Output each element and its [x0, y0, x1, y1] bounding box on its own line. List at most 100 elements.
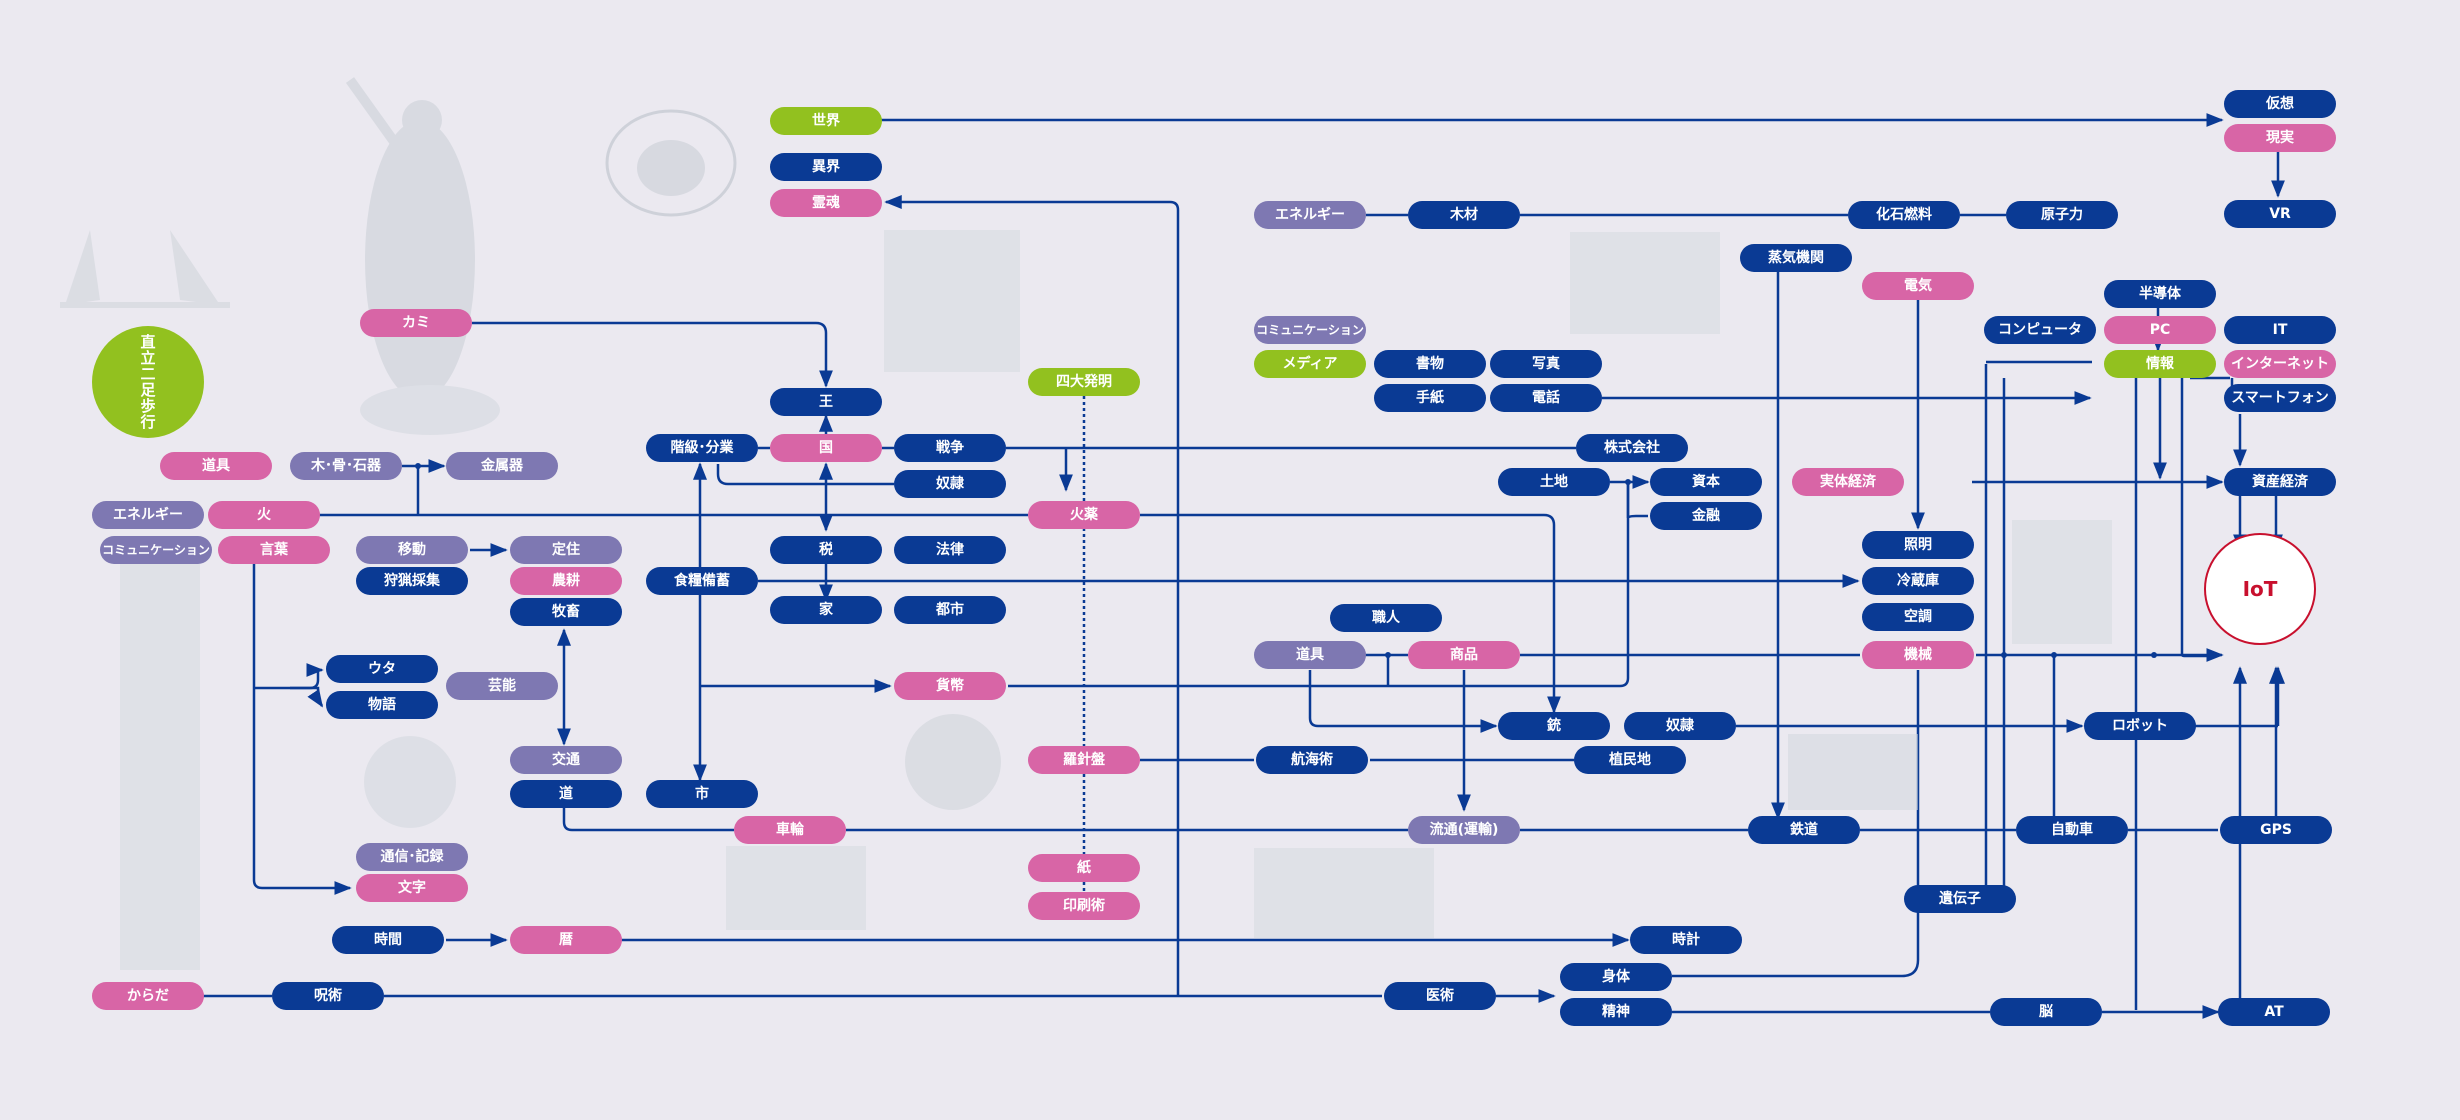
node-bokuchiku[interactable]: 牧畜 — [510, 598, 622, 626]
node-kinyu[interactable]: 金融 — [1650, 502, 1762, 530]
node-juu[interactable]: 銃 — [1498, 712, 1610, 740]
node-koutsu[interactable]: 交通 — [510, 746, 622, 774]
node-ou[interactable]: 王 — [770, 388, 882, 416]
node-michi[interactable]: 道 — [510, 780, 622, 808]
node-sharin[interactable]: 車輪 — [734, 816, 846, 844]
node-insatsu[interactable]: 印刷術 — [1028, 892, 1140, 920]
node-houritsu[interactable]: 法律 — [894, 536, 1006, 564]
node-kinzoku[interactable]: 金属器 — [446, 452, 558, 480]
node-dougu-1[interactable]: 道具 — [160, 452, 272, 480]
node-media[interactable]: メディア — [1254, 350, 1366, 378]
node-jidousha[interactable]: 自動車 — [2016, 816, 2128, 844]
node-shokunin[interactable]: 職人 — [1330, 604, 1442, 632]
node-kayaku[interactable]: 火薬 — [1028, 501, 1140, 529]
node-rashinban[interactable]: 羅針盤 — [1028, 746, 1140, 774]
node-idou[interactable]: 移動 — [356, 536, 468, 564]
node-denki[interactable]: 電気 — [1862, 272, 1974, 300]
node-internet[interactable]: インターネット — [2224, 350, 2336, 378]
node-computer[interactable]: コンピュータ — [1984, 316, 2096, 344]
iot-hub[interactable]: IoT — [2204, 533, 2316, 645]
node-shihon[interactable]: 資本 — [1650, 468, 1762, 496]
node-kami-2[interactable]: 紙 — [1028, 854, 1140, 882]
node-seishin[interactable]: 精神 — [1560, 998, 1672, 1026]
node-robot[interactable]: ロボット — [2084, 712, 2196, 740]
node-comm-2[interactable]: コミュニケーション — [1254, 316, 1366, 344]
node-monogatari[interactable]: 物語 — [326, 691, 438, 719]
node-ikai[interactable]: 異界 — [770, 153, 882, 181]
node-mokkotsu[interactable]: 木･骨･石器 — [290, 452, 402, 480]
node-pc[interactable]: PC — [2104, 316, 2216, 344]
node-dorei-1[interactable]: 奴隷 — [894, 470, 1006, 498]
node-geinou[interactable]: 芸能 — [446, 672, 558, 700]
node-kotoba[interactable]: 言葉 — [218, 536, 330, 564]
node-zei[interactable]: 税 — [770, 536, 882, 564]
node-shomotsu[interactable]: 書物 — [1374, 350, 1486, 378]
node-comm-1[interactable]: コミュニケーション — [100, 536, 212, 564]
node-nou[interactable]: 脳 — [1990, 998, 2102, 1026]
node-ryutsu[interactable]: 流通(運輸) — [1408, 816, 1520, 844]
node-vr[interactable]: VR — [2224, 200, 2336, 228]
node-idenshi[interactable]: 遺伝子 — [1904, 885, 2016, 913]
node-sekai[interactable]: 世界 — [770, 107, 882, 135]
node-gps[interactable]: GPS — [2220, 816, 2332, 844]
node-at[interactable]: AT — [2218, 998, 2330, 1026]
node-energy-2[interactable]: エネルギー — [1254, 201, 1366, 229]
node-koyomi[interactable]: 暦 — [510, 926, 622, 954]
node-jouki[interactable]: 蒸気機関 — [1740, 244, 1852, 272]
node-shokumin[interactable]: 植民地 — [1574, 746, 1686, 774]
node-smartphone[interactable]: スマートフォン — [2224, 384, 2336, 412]
node-shintai[interactable]: 身体 — [1560, 963, 1672, 991]
node-jouhou[interactable]: 情報 — [2104, 350, 2216, 378]
node-it[interactable]: IT — [2224, 316, 2336, 344]
node-tokei[interactable]: 時計 — [1630, 926, 1742, 954]
node-hi[interactable]: 火 — [208, 501, 320, 529]
node-dorei-2[interactable]: 奴隷 — [1624, 712, 1736, 740]
node-kahei[interactable]: 貨幣 — [894, 672, 1006, 700]
node-shouhin[interactable]: 商品 — [1408, 641, 1520, 669]
node-kaseki[interactable]: 化石燃料 — [1848, 201, 1960, 229]
node-reikon[interactable]: 霊魂 — [770, 189, 882, 217]
node-genshiryoku[interactable]: 原子力 — [2006, 201, 2118, 229]
node-energy-1[interactable]: エネルギー — [92, 501, 204, 529]
node-reizouko[interactable]: 冷蔵庫 — [1862, 567, 1974, 595]
node-mokuzai[interactable]: 木材 — [1408, 201, 1520, 229]
node-tegami[interactable]: 手紙 — [1374, 384, 1486, 412]
node-teijuu[interactable]: 定住 — [510, 536, 622, 564]
node-ichi[interactable]: 市 — [646, 780, 758, 808]
node-uta[interactable]: ウタ — [326, 655, 438, 683]
illustration-helmet — [605, 109, 737, 217]
node-yondai[interactable]: 四大発明 — [1028, 368, 1140, 396]
node-kuchou[interactable]: 空調 — [1862, 603, 1974, 631]
node-shuryo[interactable]: 狩猟採集 — [356, 567, 468, 595]
node-jujutsu[interactable]: 呪術 — [272, 982, 384, 1010]
node-karada[interactable]: からだ — [92, 982, 204, 1010]
node-genjitsu[interactable]: 現実 — [2224, 124, 2336, 152]
node-moji[interactable]: 文字 — [356, 874, 468, 902]
node-toshi[interactable]: 都市 — [894, 596, 1006, 624]
node-shashin[interactable]: 写真 — [1490, 350, 1602, 378]
node-kasou[interactable]: 仮想 — [2224, 90, 2336, 118]
node-shisan[interactable]: 資産経済 — [2224, 468, 2336, 496]
node-kami[interactable]: カミ — [360, 309, 472, 337]
node-ie[interactable]: 家 — [770, 596, 882, 624]
node-kuni[interactable]: 国 — [770, 434, 882, 462]
node-tsushin[interactable]: 通信･記録 — [356, 843, 468, 871]
node-handoutai[interactable]: 半導体 — [2104, 280, 2216, 308]
node-dougu-2[interactable]: 道具 — [1254, 641, 1366, 669]
node-kikai[interactable]: 機械 — [1862, 641, 1974, 669]
node-shoumei[interactable]: 照明 — [1862, 531, 1974, 559]
node-sensou[interactable]: 戦争 — [894, 434, 1006, 462]
node-jikan[interactable]: 時間 — [332, 926, 444, 954]
node-jittai[interactable]: 実体経済 — [1792, 468, 1904, 496]
node-koukai[interactable]: 航海術 — [1256, 746, 1368, 774]
node-tetsudou[interactable]: 鉄道 — [1748, 816, 1860, 844]
node-nouko[interactable]: 農耕 — [510, 567, 622, 595]
node-kabushiki[interactable]: 株式会社 — [1576, 434, 1688, 462]
node-iryo[interactable]: 医術 — [1384, 982, 1496, 1010]
node-denwa[interactable]: 電話 — [1490, 384, 1602, 412]
node-shokuryo[interactable]: 食糧備蓄 — [646, 567, 758, 595]
node-kaikyu[interactable]: 階級･分業 — [646, 434, 758, 462]
node-tochi[interactable]: 土地 — [1498, 468, 1610, 496]
